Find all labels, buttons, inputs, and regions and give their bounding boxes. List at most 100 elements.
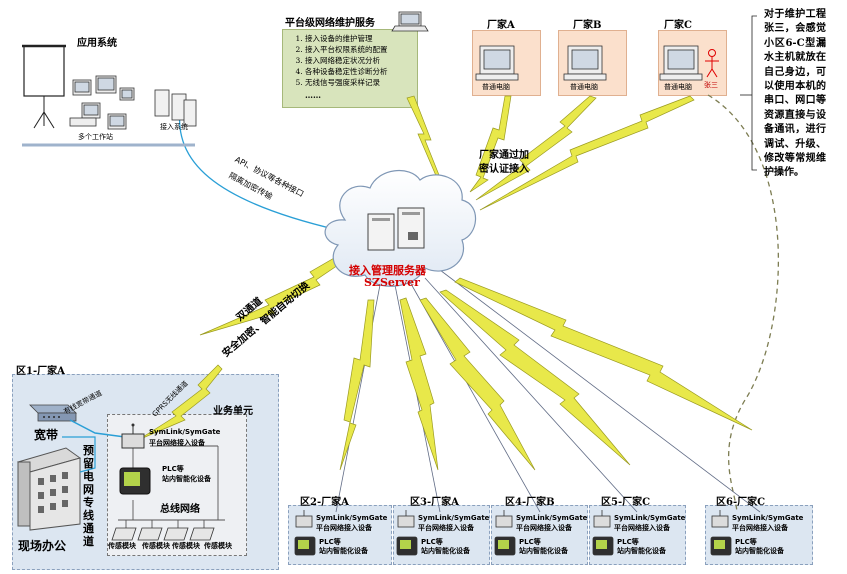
zone-symlink-label-1: SymLink/SymGate: [614, 514, 686, 522]
zone-plc-label-1: PLC等: [735, 538, 757, 546]
lightning-zone4: [419, 297, 536, 471]
zone-devices: [294, 510, 732, 556]
reserved-char: 专: [83, 496, 94, 509]
maintenance-item: 无线信号强度采样记录: [305, 77, 417, 88]
gateway-device-icon: [295, 510, 313, 528]
vendor-pc-icons: [475, 45, 703, 81]
zone-symlink-label-2: 平台网络接入设备: [732, 524, 788, 532]
lightning-vendor-a: [469, 95, 512, 193]
maintenance-path-curve: [707, 94, 780, 513]
plc-device-icon: [494, 536, 516, 556]
plc-device-icon: [396, 536, 418, 556]
zone-4-title: 区4-厂家B: [505, 497, 555, 508]
zone-plc-label-2: 站内智能化设备: [421, 547, 470, 555]
api-link-curve: [178, 109, 339, 231]
person-icon: [705, 49, 719, 78]
lightning-zone5: [439, 289, 631, 466]
maintenance-ellipsis: ……: [305, 90, 321, 100]
reserved-line-label: 预 留 电 网 专 线 通 道: [83, 444, 95, 548]
zone-plc-label-1: PLC等: [319, 538, 341, 546]
vendor-a-pc-label: 普通电脑: [482, 83, 510, 91]
vendor-b-title: 厂家B: [573, 20, 602, 31]
note-bracket: [751, 15, 757, 171]
plc-label-2: 站内智能化设备: [162, 475, 211, 483]
workstations-label: 多个工作站: [78, 133, 113, 141]
symlink-label-2: 平台网络接入设备: [149, 439, 205, 447]
zone-symlink-label-2: 平台网络接入设备: [418, 524, 474, 532]
reserved-char: 通: [83, 522, 94, 535]
sensor-label: 传感模块: [142, 542, 170, 550]
maintenance-item: 接入设备的维护管理: [305, 33, 417, 44]
reserved-char: 电: [83, 470, 94, 483]
zone-symlink-label-1: SymLink/SymGate: [732, 514, 804, 522]
lightning-zone6: [454, 277, 753, 431]
computer-icon: [475, 45, 519, 81]
access-system-label: 接入系统: [160, 123, 188, 131]
zone-symlink-label-1: SymLink/SymGate: [516, 514, 588, 522]
gateway-device-icon: [495, 510, 513, 528]
zone-plc-label-2: 站内智能化设备: [319, 547, 368, 555]
broadband-label: 宽带: [34, 428, 59, 442]
zone-plc-label-1: PLC等: [421, 538, 443, 546]
maintenance-item: 各种设备稳定性诊断分析: [305, 66, 417, 77]
maintenance-item: 接入网络稳定状况分析: [305, 55, 417, 66]
zone-symlink-label-1: SymLink/SymGate: [418, 514, 490, 522]
reserved-char: 网: [83, 483, 94, 496]
maintenance-service-box: 平台级网络维护服务 接入设备的维护管理 接入平台权限系统的配置 接入网络稳定状况…: [282, 18, 418, 108]
lightning-zone1: [199, 249, 354, 336]
zone-symlink-label-1: SymLink/SymGate: [316, 514, 388, 522]
maintenance-item: 接入平台权限系统的配置: [305, 44, 417, 55]
laptop-icon: [391, 11, 429, 32]
computer-icon: [659, 45, 703, 81]
vendor-c-pc-label: 普通电脑: [664, 83, 692, 91]
broadband-modem-icon: [29, 404, 77, 422]
plc-device-icon: [592, 536, 614, 556]
maintenance-note: 对于维护工程张三，会感觉小区6-C型漏水主机就放在自己身边，可以使用本机的串口、…: [764, 9, 826, 179]
zone-plc-label-2: 站内智能化设备: [519, 547, 568, 555]
zone-symlink-label-2: 平台网络接入设备: [614, 524, 670, 532]
reserved-char: 线: [83, 509, 94, 522]
zone-symlink-label-2: 平台网络接入设备: [516, 524, 572, 532]
lightning-vendor-c: [479, 95, 695, 211]
plc-device-icon: [119, 467, 151, 495]
gateway-device-icon: [397, 510, 415, 528]
gateway-device-icon: [121, 423, 145, 449]
vendor-b-pc-label: 普通电脑: [570, 83, 598, 91]
zone-plc-label-2: 站内智能化设备: [735, 547, 784, 555]
projector-screen-icon: [22, 44, 66, 129]
bus-network-label: 总线网络: [160, 504, 200, 515]
zone-symlink-label-2: 平台网络接入设备: [316, 524, 372, 532]
plc-device-icon: [710, 536, 732, 556]
gateway-device-icon: [711, 510, 729, 528]
server-name: 接入管理服务器: [349, 264, 426, 277]
zone-3-title: 区3-厂家A: [410, 497, 459, 508]
sensor-module-icons: [111, 527, 215, 541]
vendor-c-title: 厂家C: [664, 20, 692, 31]
computer-icon: [563, 45, 607, 81]
lightning-vendor-b: [475, 95, 597, 201]
gateway-device-icon: [593, 510, 611, 528]
zone-plc-label-1: PLC等: [617, 538, 639, 546]
server-model: SZServer: [364, 276, 420, 289]
reserved-char: 留: [83, 457, 94, 470]
lightning-zone2: [339, 299, 375, 471]
zone-plc-label-2: 站内智能化设备: [617, 547, 666, 555]
zone-6-title: 区6-厂家C: [716, 497, 766, 508]
lightning-gprs: [137, 364, 223, 441]
business-unit-wiring: [118, 445, 225, 528]
business-unit-title: 业务单元: [213, 406, 253, 417]
app-system-title: 应用系统: [77, 38, 117, 49]
sensor-label: 传感模块: [108, 542, 136, 550]
access-server-icon: [154, 89, 197, 127]
office-label: 现场办公: [18, 539, 67, 553]
workstation-icon: [69, 75, 135, 130]
zone-2-title: 区2-厂家A: [300, 497, 349, 508]
zone-plc-label-1: PLC等: [519, 538, 541, 546]
reserved-link: [62, 436, 96, 473]
lightning-zone3: [399, 297, 439, 471]
maintenance-title: 平台级网络维护服务: [285, 18, 375, 29]
reserved-char: 道: [83, 535, 94, 548]
person-label: 张三: [704, 81, 718, 89]
symlink-label-1: SymLink/SymGate: [149, 428, 221, 436]
